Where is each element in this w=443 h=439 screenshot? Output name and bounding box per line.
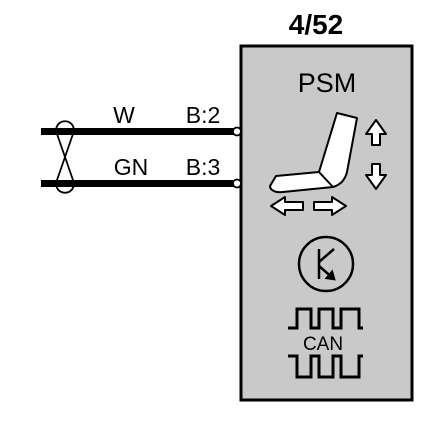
seat-adjust-icon bbox=[269, 112, 358, 194]
transistor-icon bbox=[297, 235, 355, 293]
wire-color-gn: GN bbox=[114, 154, 149, 180]
left-right-arrow-icon bbox=[270, 196, 347, 216]
wire-1-line bbox=[41, 128, 236, 135]
psm-module: PSM bbox=[239, 44, 414, 402]
can-label: CAN bbox=[303, 334, 343, 355]
connector-pin-b3 bbox=[232, 178, 242, 189]
pin-label-b2: B:2 bbox=[186, 102, 221, 128]
can-low-waveform bbox=[288, 354, 363, 379]
module-box bbox=[239, 44, 414, 402]
page-reference: 4/52 bbox=[289, 9, 344, 40]
pin-label-b3: B:3 bbox=[186, 154, 221, 180]
connector-pin-b2 bbox=[232, 126, 242, 137]
wire-color-w: W bbox=[113, 102, 135, 128]
twisted-pair-icon bbox=[55, 120, 75, 194]
can-signal-icon bbox=[288, 307, 363, 379]
can-high-waveform bbox=[288, 307, 363, 330]
wire-2-line bbox=[41, 180, 236, 187]
module-name: PSM bbox=[298, 68, 357, 98]
wire-2: GN B:3 bbox=[41, 154, 242, 189]
wire-1: W B:2 bbox=[41, 102, 242, 137]
up-down-arrow-icon bbox=[365, 119, 387, 190]
